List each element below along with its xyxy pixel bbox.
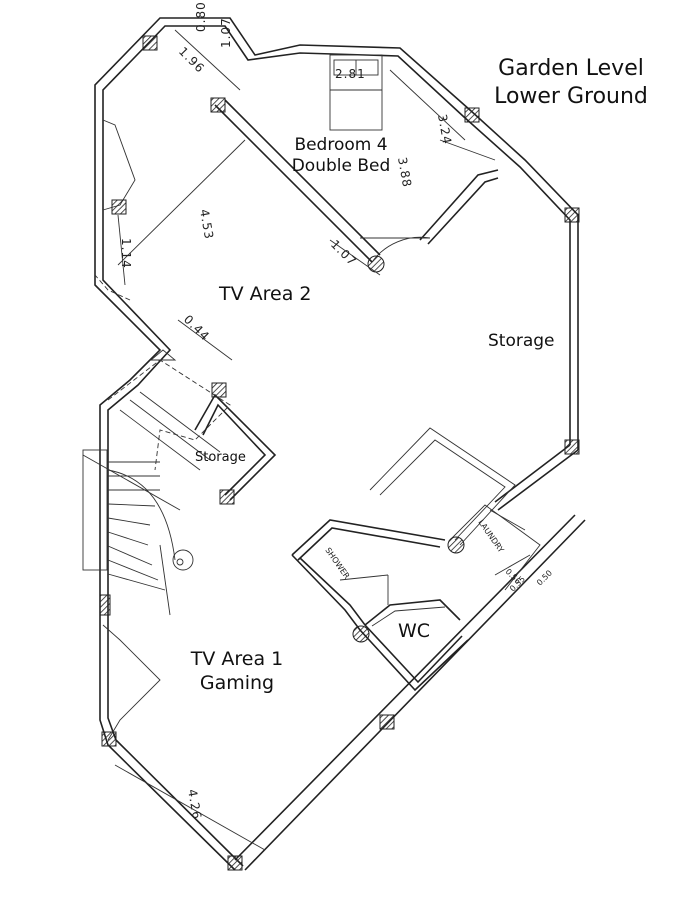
room-bedroom-4-line1: Bedroom 4 [294,135,388,155]
dim-107b: 1.07 [328,237,360,269]
laundry-label: LAUNDRY [476,518,505,554]
dim-044: 0.44 [181,312,213,344]
dim-388: 3.88 [395,156,414,189]
staircase [82,349,231,616]
dim-080: 0.80 [194,1,208,32]
room-storage-small: Storage [195,450,246,465]
room-tv-area-1-line2: Gaming [199,671,275,694]
room-bedroom-4: Bedroom 4 Double Bed [285,135,397,178]
interior-walls [194,99,541,692]
room-tv-area-1-line1: TV Area 1 [190,648,284,670]
columns [99,35,580,871]
dim-050: 0.50 [535,568,554,587]
room-tv-area-2: TV Area 2 [219,283,312,305]
room-storage: Storage [488,331,555,351]
plan-title-line2: Lower Ground [494,83,648,109]
room-tv-area-1: TV Area 1 Gaming [178,648,296,696]
room-bedroom-4-line2: Double Bed [291,156,391,177]
dim-453: 4.53 [197,208,216,241]
dim-281: 2.81 [335,67,366,81]
dim-426: 4.26 [185,788,204,821]
double-bed [329,54,383,131]
room-wc: WC [398,620,431,642]
dim-324: 3.24 [435,113,454,146]
shower-label: SHOWER [323,546,351,581]
dimension-lines [114,29,466,851]
dim-196: 1.96 [176,44,208,76]
plan-title-line1: Garden Level [498,56,644,81]
plan-title: Garden Level Lower Ground [492,55,650,110]
dim-107: 1.07 [219,17,233,48]
dim-114: 1.14 [119,238,133,269]
